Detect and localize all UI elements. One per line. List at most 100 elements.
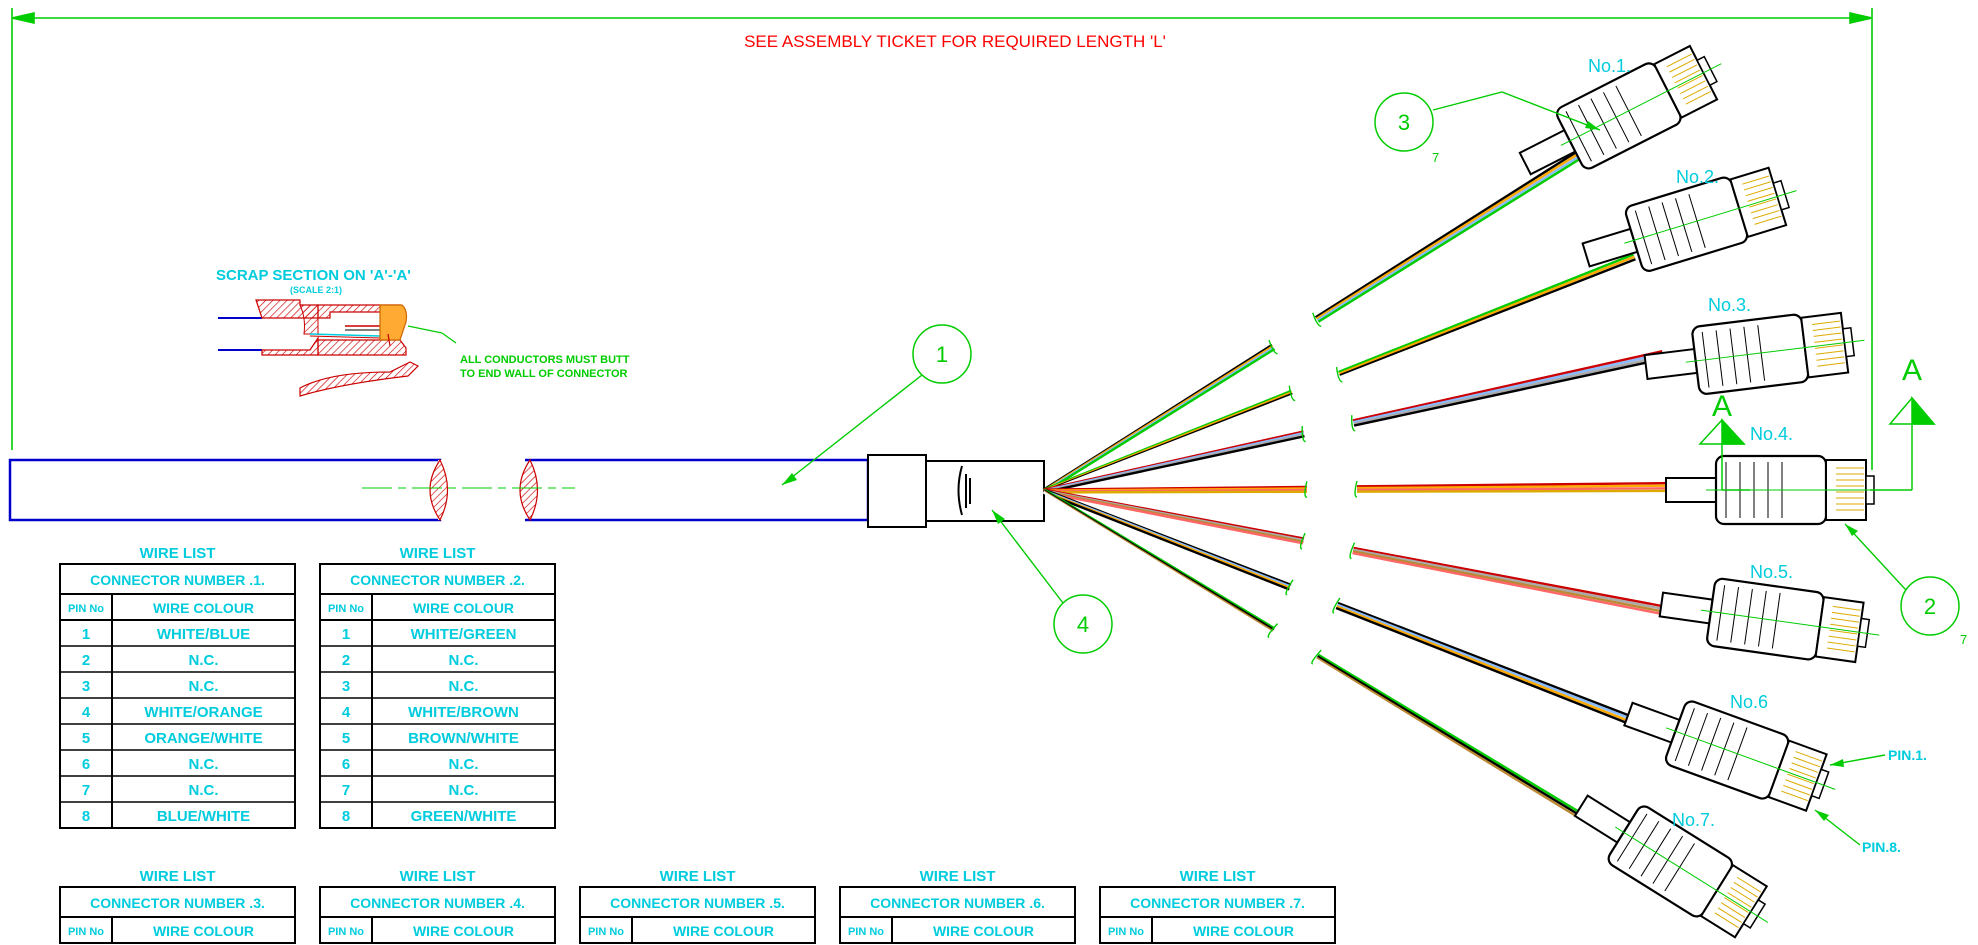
length-dimension (11, 8, 1873, 470)
svg-text:4: 4 (1077, 612, 1089, 637)
table-row-pin: 5 (82, 730, 90, 747)
rj45-plug-2 (1581, 166, 1797, 272)
table-row-colour: WHITE/BLUE (157, 626, 250, 643)
table-row-pin: 4 (82, 704, 91, 721)
table-row-pin: 4 (342, 704, 351, 721)
connector-labels: No.1. No.2. No.3. No.4. No.5. No.6 No.7. (1588, 56, 1793, 830)
connector-label-2: No.2. (1676, 167, 1719, 187)
table-title: WIRE LIST (400, 868, 476, 885)
table-connector: CONNECTOR NUMBER .2. (350, 572, 525, 588)
table-pin-header: PIN No (68, 926, 104, 938)
table-row-pin: 1 (82, 626, 90, 643)
rj45-connectors (1518, 44, 1886, 939)
wire-list-table-7: WIRE LIST CONNECTOR NUMBER .7. PIN No WIRE … (1099, 868, 1336, 944)
table-connector: CONNECTOR NUMBER .5. (610, 895, 785, 911)
svg-text:A: A (1712, 390, 1732, 423)
table-title: WIRE LIST (400, 545, 476, 562)
table-colour-header: WIRE COLOUR (153, 923, 254, 939)
wire-list-table-2: WIRE LIST CONNECTOR NUMBER .2. PIN No WIRE … (319, 545, 556, 829)
table-title: WIRE LIST (140, 868, 216, 885)
table-pin-header: PIN No (68, 603, 104, 615)
svg-text:A: A (1902, 354, 1922, 387)
connector-label-3: No.3. (1708, 295, 1751, 315)
svg-text:ALL CONDUCTORS MUST BUTT: ALL CONDUCTORS MUST BUTT (460, 354, 630, 366)
wire-bundle-6 (1043, 488, 1632, 725)
table-pin-header: PIN No (1108, 926, 1144, 938)
connector-label-6: No.6 (1730, 692, 1768, 712)
rj45-plug-7 (1573, 794, 1769, 939)
wire-bundle-7 (1042, 488, 1593, 828)
table-row-pin: 7 (82, 782, 90, 799)
table-row-colour: BLUE/WHITE (157, 808, 250, 825)
table-pin-header: PIN No (328, 926, 364, 938)
table-row-pin: 3 (82, 678, 90, 695)
svg-text:SCRAP SECTION ON 'A'-'A': SCRAP SECTION ON 'A'-'A' (216, 267, 411, 284)
table-pin-header: PIN No (328, 603, 364, 615)
table-row-colour: BROWN/WHITE (408, 730, 519, 747)
table-row-colour: GREEN/WHITE (411, 808, 517, 825)
balloon-1: 1 (781, 324, 972, 486)
wire-bundle-4 (1043, 480, 1671, 499)
table-title: WIRE LIST (920, 868, 996, 885)
table-row-colour: N.C. (449, 652, 479, 669)
table-row-pin: 8 (82, 808, 90, 825)
connector-label-5: No.5. (1750, 562, 1793, 582)
table-row-pin: 6 (82, 756, 90, 773)
table-row-colour: N.C. (449, 782, 479, 799)
balloon-2: 2 7 (1844, 523, 1967, 647)
wire-bundles (1042, 143, 1671, 828)
wire-list-table-4: WIRE LIST CONNECTOR NUMBER .4. PIN No WIRE … (319, 868, 556, 944)
table-connector: CONNECTOR NUMBER .1. (90, 572, 265, 588)
table-title: WIRE LIST (1180, 868, 1256, 885)
header-note: SEE ASSEMBLY TICKET FOR REQUIRED LENGTH … (744, 32, 1166, 51)
table-row-colour: N.C. (449, 678, 479, 695)
pin1-label: PIN.1. (1888, 747, 1927, 763)
table-row-pin: 3 (342, 678, 350, 695)
scrap-section-detail: SCRAP SECTION ON 'A'-'A' (SCALE 2:1) ALL… (216, 267, 630, 397)
connector-label-7: No.7. (1672, 810, 1715, 830)
pin-callouts: PIN.1. PIN.8. (1814, 747, 1927, 855)
table-colour-header: WIRE COLOUR (413, 600, 514, 616)
table-row-colour: N.C. (449, 756, 479, 773)
table-row-pin: 2 (342, 652, 350, 669)
table-colour-header: WIRE COLOUR (1193, 923, 1294, 939)
table-title: WIRE LIST (660, 868, 736, 885)
table-colour-header: WIRE COLOUR (413, 923, 514, 939)
section-mark-right: A (1870, 354, 1936, 491)
section-mark-left: A (1698, 390, 1750, 491)
table-row-colour: N.C. (189, 678, 219, 695)
connector-label-1: No.1. (1588, 56, 1631, 76)
table-row-colour: ORANGE/WHITE (144, 730, 262, 747)
table-row-colour: N.C. (189, 756, 219, 773)
svg-text:7: 7 (1432, 150, 1439, 165)
table-row-pin: 8 (342, 808, 350, 825)
svg-text:3: 3 (1398, 110, 1410, 135)
table-connector: CONNECTOR NUMBER .3. (90, 895, 265, 911)
svg-text:2: 2 (1924, 594, 1936, 619)
rj45-plug-3 (1643, 311, 1865, 395)
svg-text:7: 7 (1960, 632, 1967, 647)
svg-text:(SCALE 2:1): (SCALE 2:1) (290, 285, 342, 295)
balloon-4: 4 (991, 509, 1113, 654)
rj45-plug-5 (1658, 577, 1880, 664)
main-cable (8, 458, 870, 522)
table-colour-header: WIRE COLOUR (153, 600, 254, 616)
rj45-plug-1 (1518, 44, 1722, 176)
table-connector: CONNECTOR NUMBER .7. (1130, 895, 1305, 911)
wire-bundle-5 (1043, 488, 1663, 616)
svg-text:1: 1 (936, 342, 948, 367)
wire-bundle-2 (1043, 253, 1637, 494)
table-row-pin: 5 (342, 730, 350, 747)
table-row-pin: 1 (342, 626, 350, 643)
table-row-colour: WHITE/BROWN (408, 704, 519, 721)
wire-bundle-1 (1042, 143, 1593, 494)
table-row-colour: N.C. (189, 652, 219, 669)
table-connector: CONNECTOR NUMBER .4. (350, 895, 525, 911)
pin8-label: PIN.8. (1862, 839, 1901, 855)
table-row-colour: N.C. (189, 782, 219, 799)
